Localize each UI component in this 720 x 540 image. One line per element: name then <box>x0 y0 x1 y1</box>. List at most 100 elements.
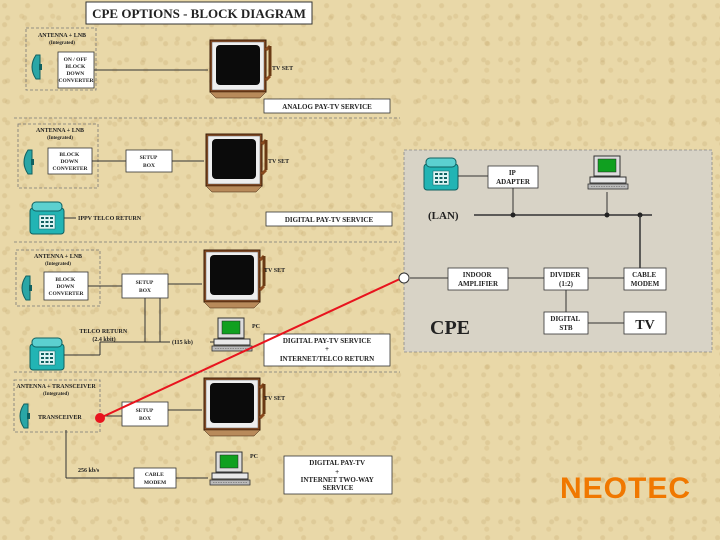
tv-label: TV SET <box>268 159 289 165</box>
converter-line: DOWN <box>56 284 74 290</box>
service-box <box>263 98 391 114</box>
converter-line: BLOCK <box>65 64 86 70</box>
indoor-amplifier-line: AMPLIFIER <box>458 280 499 288</box>
antenna-sublabel: (Integrated) <box>47 136 73 141</box>
converter-box <box>57 51 95 89</box>
pc-label: PC <box>252 324 260 330</box>
indoor-amplifier-label: INDOOR AMPLIFIER <box>458 271 499 288</box>
tv-set-icon <box>202 248 266 310</box>
digital-stb-label: DIGITAL STB <box>550 315 581 332</box>
converter-line: CONVERTER <box>59 78 95 84</box>
antenna-sublabel: (Integrated) <box>49 41 75 46</box>
service-label: INTERNET/TELCO RETURN <box>280 355 374 363</box>
service-box <box>265 211 393 227</box>
converter-line: DOWN <box>66 71 84 77</box>
ip-adapter-line: IP <box>509 169 517 177</box>
tv-label: TV SET <box>264 268 285 274</box>
service-label: DIGITAL PAY-TV SERVICE <box>285 216 374 224</box>
cable-modem-box <box>623 267 667 291</box>
converter-label: BLOCK DOWN CONVERTER <box>49 277 85 297</box>
converter-line: DOWN <box>60 159 78 165</box>
divider-line: (1:2) <box>559 280 574 288</box>
digital-stb-line: STB <box>559 324 573 332</box>
divider-label: DIVIDER (1:2) <box>550 271 582 288</box>
divider-line: DIVIDER <box>550 271 581 279</box>
cable-modem-label: CABLE MODEM <box>144 472 167 486</box>
cable-modem-line: MODEM <box>144 480 167 486</box>
service-box <box>263 333 391 367</box>
cable-modem-line: MODEM <box>631 280 660 288</box>
transceiver-label: TRANSCEIVER <box>38 415 82 421</box>
converter-line: ON / OFF <box>64 57 88 63</box>
setup-box <box>121 401 169 427</box>
rate-label: (115 kb) <box>172 339 193 346</box>
ip-adapter-label: IP ADAPTER <box>496 169 531 186</box>
antenna-label: ANTENNA + TRANSCEIVER <box>16 384 96 390</box>
indoor-amplifier-box <box>447 267 509 291</box>
pc-icon <box>209 451 251 486</box>
telco-return-label: TELCO RETURN (2.4 kbit) <box>79 329 128 343</box>
setup-box-line: SETUP <box>140 155 158 161</box>
service-plus: + <box>325 345 329 353</box>
antenna-dish-icon <box>31 54 43 80</box>
cpe-panel: IP ADAPTER (LAN) INDOOR AMPLIFIER DIVIDE… <box>403 149 713 353</box>
junction <box>604 212 610 218</box>
brand-logo: NEOTEC <box>560 472 692 505</box>
indoor-amplifier-line: INDOOR <box>463 271 493 279</box>
setup-box-line: BOX <box>139 288 151 294</box>
service-label: DIGITAL PAY-TV SERVICE <box>283 337 372 345</box>
telephone-icon <box>29 337 65 371</box>
junction <box>510 212 516 218</box>
setup-box-label: SETUP BOX <box>136 408 155 422</box>
converter-label: BLOCK DOWN CONVERTER <box>53 152 89 172</box>
service-line: DIGITAL PAY-TV <box>309 459 365 467</box>
antenna-dish-icon <box>19 403 31 429</box>
telco-return-line: (2.4 kbit) <box>92 336 115 343</box>
antenna-dish-icon <box>23 149 35 175</box>
cable-modem-line: CABLE <box>632 271 656 279</box>
converter-label: ON / OFF BLOCK DOWN CONVERTER <box>59 57 95 84</box>
section-analog: ANTENNA + LNB (Integrated) ON / OFF BLOC… <box>25 27 391 114</box>
telco-return-line: TELCO RETURN <box>79 329 128 335</box>
pc-label: PC <box>250 454 258 460</box>
cable-modem-label: CABLE MODEM <box>631 271 660 288</box>
setup-box <box>121 273 169 299</box>
service-label: DIGITAL PAY-TV + INTERNET TWO-WAY SERVIC… <box>301 459 376 492</box>
section-digital: ANTENNA + LNB (Integrated) BLOCK DOWN CO… <box>17 123 393 235</box>
ip-adapter-line: ADAPTER <box>496 178 531 186</box>
setup-box-line: SETUP <box>136 408 154 414</box>
antenna-label: ANTENNA + LNB <box>38 33 86 39</box>
pc-icon <box>211 317 253 352</box>
connection-arrow <box>99 277 403 419</box>
lan-label: (LAN) <box>428 210 459 222</box>
connection-end-circle <box>398 272 410 284</box>
tv-box <box>623 311 667 335</box>
setup-box-label: SETUP BOX <box>140 155 159 169</box>
converter-box <box>47 147 93 175</box>
antenna-dish-icon <box>21 275 33 301</box>
telco-return-label: IPPV TELCO RETURN <box>78 216 142 222</box>
converter-box <box>43 271 89 301</box>
tv-set-icon <box>204 132 268 194</box>
service-line: + <box>335 468 339 476</box>
converter-line: BLOCK <box>55 277 76 283</box>
converter-line: CONVERTER <box>53 166 89 172</box>
tv-label: TV SET <box>264 396 285 402</box>
service-line: INTERNET TWO-WAY <box>301 476 374 484</box>
service-box <box>283 455 393 495</box>
telephone-icon <box>29 201 65 235</box>
section-digital-internet: ANTENNA + LNB (Integrated) BLOCK DOWN CO… <box>15 248 391 371</box>
antenna-label: ANTENNA + LNB <box>34 254 82 260</box>
digital-stb-line: DIGITAL <box>550 315 580 323</box>
title-box <box>85 1 313 25</box>
converter-line: BLOCK <box>59 152 80 158</box>
rate-label: 256 kb/s <box>78 468 100 474</box>
tv-label: TV <box>635 318 654 333</box>
tv-set-icon <box>202 376 266 438</box>
tv-set-icon <box>208 38 272 100</box>
antenna-sublabel: (Integrated) <box>43 392 69 397</box>
setup-box-line: BOX <box>143 163 155 169</box>
service-line: SERVICE <box>323 484 354 492</box>
cpe-label: CPE <box>430 317 470 339</box>
